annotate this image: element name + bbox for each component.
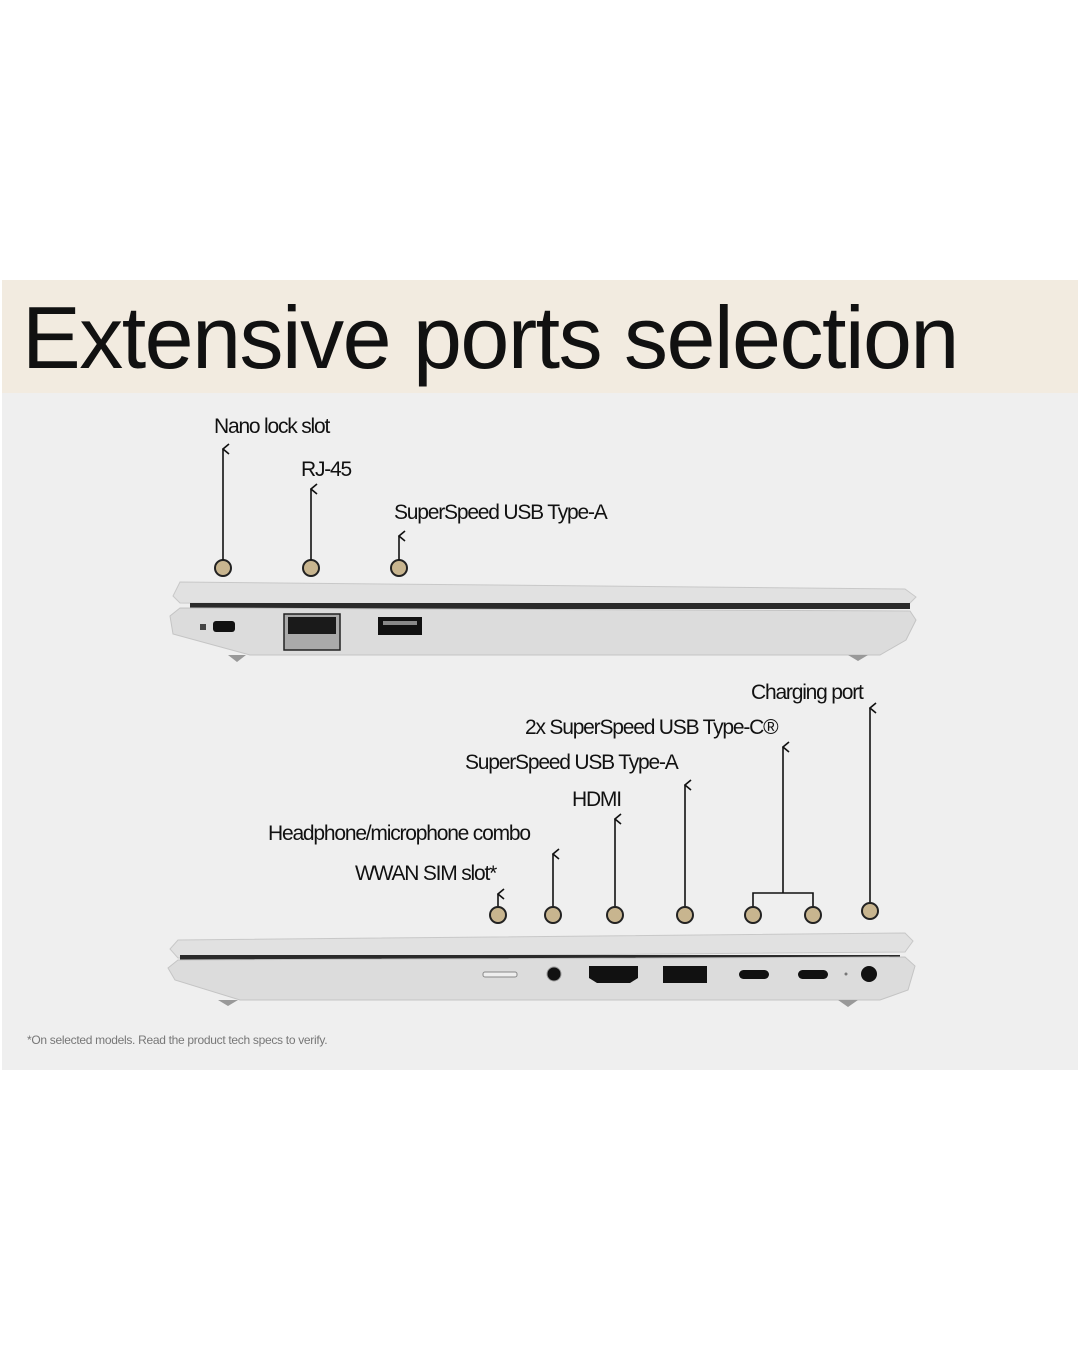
usb-c-port-1 bbox=[739, 970, 769, 979]
usb-a-port bbox=[378, 617, 422, 635]
usb-a-port-right bbox=[663, 966, 707, 983]
sim-slot bbox=[482, 971, 518, 978]
page-title: Extensive ports selection bbox=[22, 288, 959, 387]
lock-icon bbox=[200, 624, 206, 630]
label-usb-a-right: SuperSpeed USB Type-A bbox=[465, 751, 679, 774]
label-rj45: RJ-45 bbox=[301, 458, 352, 481]
label-wwan-sim: WWAN SIM slot* bbox=[355, 862, 497, 885]
laptop-left-side bbox=[169, 449, 917, 662]
nano-lock-slot bbox=[213, 621, 235, 632]
audio-jack bbox=[546, 966, 562, 982]
footnote: *On selected models. Read the product te… bbox=[27, 1033, 328, 1047]
laptop-right-side bbox=[167, 708, 916, 1007]
usb-c-port-2 bbox=[798, 970, 828, 979]
label-nano-lock-slot: Nano lock slot bbox=[214, 415, 330, 438]
label-usb-c: 2x SuperSpeed USB Type-C® bbox=[525, 716, 779, 739]
charging-port bbox=[861, 966, 877, 982]
label-hdmi: HDMI bbox=[572, 788, 622, 811]
label-charging-port: Charging port bbox=[751, 681, 864, 704]
label-usb-a-left: SuperSpeed USB Type-A bbox=[394, 501, 608, 524]
label-headphone-combo: Headphone/microphone combo bbox=[268, 822, 531, 845]
title-band bbox=[2, 280, 1078, 393]
hdmi-port bbox=[589, 966, 638, 983]
